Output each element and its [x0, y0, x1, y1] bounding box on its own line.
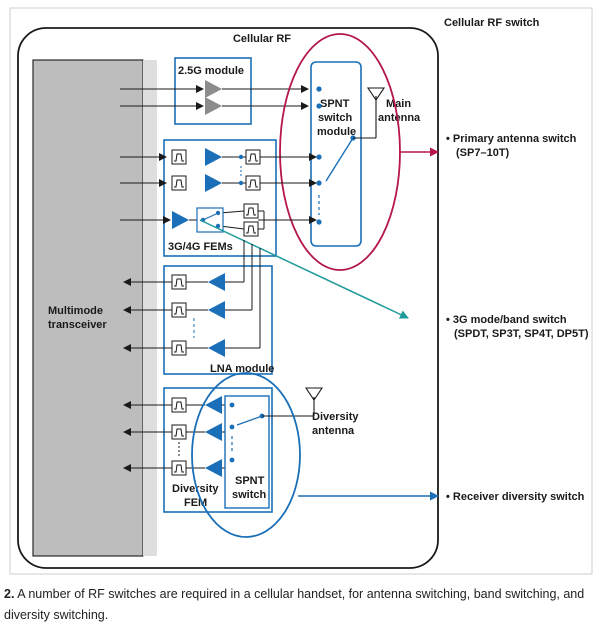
cellular-rf-label: Cellular RF [233, 33, 291, 45]
fem-amp-1-icon [205, 148, 222, 166]
diversity-fem-label-1: Diversity [172, 483, 219, 495]
caption-text: A number of RF switches are required in … [4, 587, 585, 622]
callout-mode-1: • 3G mode/band switch [446, 314, 567, 326]
lna-rows [123, 273, 260, 357]
div-filter-2-icon [174, 428, 184, 437]
diagram-title: Cellular RF switch [444, 17, 540, 29]
fem-mini-node-1 [215, 210, 221, 216]
div-antenna-label-2: antenna [312, 425, 355, 437]
lna-filter-2-icon [174, 306, 184, 315]
fem-mini-throw [202, 213, 217, 221]
spnt-div-node-3 [229, 457, 235, 463]
fem-mini-node-2 [215, 223, 221, 229]
fem-filter-out-2-icon [248, 179, 258, 188]
amp-25g-2-icon [205, 97, 222, 115]
lna-filter-2-box [171, 302, 187, 318]
main-antenna-icon [366, 87, 386, 101]
spnt-main-label-2: switch [318, 112, 353, 124]
fem-filter-1-icon [174, 153, 184, 162]
fem-filter-out-2-box [245, 175, 261, 191]
div-filter-1-icon [174, 401, 184, 410]
diversity-switch-highlight [191, 372, 301, 538]
fem-filter-3a-icon [246, 207, 256, 216]
callout-mode-2: (SPDT, SP3T, SP4T, DP5T) [454, 328, 589, 340]
lna-filter-3-box [171, 340, 187, 356]
fem-mini-out-2 [219, 225, 245, 230]
div-amp-1-icon [205, 396, 222, 414]
fem-filter-3b-box [243, 221, 259, 237]
lna-filter-1-box [171, 274, 187, 290]
div-filter-3-icon [174, 464, 184, 473]
transceiver-label-2: transceiver [48, 319, 107, 331]
spnt-div-label-1: SPNT [235, 475, 265, 487]
lna-label: LNA module [210, 363, 274, 375]
fem-filter-out-1-icon [248, 153, 258, 162]
figure-caption: 2. A number of RF switches are required … [4, 584, 594, 626]
module-25g-label: 2.5G module [178, 65, 244, 77]
transceiver-shadow [143, 60, 157, 556]
spnt-main-node-3 [316, 154, 322, 160]
spnt-main-node-2 [316, 103, 322, 109]
lna-filter-1-icon [174, 278, 184, 287]
fem-filter-2-box [171, 175, 187, 191]
div-filter-2-box [171, 424, 187, 440]
lna-filter-3-icon [174, 344, 184, 353]
spnt-div-throw [236, 415, 263, 426]
spnt-main-node-4 [316, 180, 322, 186]
lna-vertical-links [243, 240, 261, 348]
fem-amp-3-icon [172, 211, 189, 229]
lna-amp-1-icon [208, 273, 225, 291]
diversity-antenna-icon [304, 387, 324, 401]
fem-node-2 [238, 180, 244, 186]
spnt-main-throw [325, 137, 354, 182]
callout-primary-1: • Primary antenna switch [446, 133, 577, 145]
caption-number: 2. [4, 587, 15, 601]
div-filter-1-box [171, 397, 187, 413]
spnt-main-label-1: SPNT [320, 98, 350, 110]
div-amp-2-icon [205, 423, 222, 441]
callout-primary-2: (SP7–10T) [456, 147, 510, 159]
lna-amp-2-icon [208, 301, 225, 319]
fem-node-1 [238, 154, 244, 160]
transceiver-label-1: Multimode [48, 305, 103, 317]
amp-25g-1-icon [205, 80, 222, 98]
spnt-main-label-3: module [317, 126, 356, 138]
fem-filter-1-box [171, 149, 187, 165]
fem-rows [120, 148, 317, 237]
div-filter-3-box [171, 460, 187, 476]
fem-filter-2-icon [174, 179, 184, 188]
div-antenna-label-1: Diversity [312, 411, 359, 423]
diversity-rows [123, 396, 230, 477]
main-antenna-label-1: Main [386, 98, 411, 110]
fem-filter-out-1-box [245, 149, 261, 165]
spnt-div-label-2: switch [232, 489, 267, 501]
spnt-div-node-2 [229, 424, 235, 430]
fem-filter-3a-box [243, 203, 259, 219]
fem-filter-3b-icon [246, 225, 256, 234]
fem-label: 3G/4G FEMs [168, 241, 233, 253]
spnt-main-node-1 [316, 86, 322, 92]
fem-amp-2-icon [205, 174, 222, 192]
lna-amp-3-icon [208, 339, 225, 357]
callout-diversity: • Receiver diversity switch [446, 491, 585, 503]
spnt-main-node-5 [316, 219, 322, 225]
mode-switch-pointer [199, 219, 409, 319]
div-amp-3-icon [205, 459, 222, 477]
fem-mini-out-1 [219, 210, 245, 214]
spnt-div-node-1 [229, 402, 235, 408]
main-antenna-label-2: antenna [378, 112, 421, 124]
